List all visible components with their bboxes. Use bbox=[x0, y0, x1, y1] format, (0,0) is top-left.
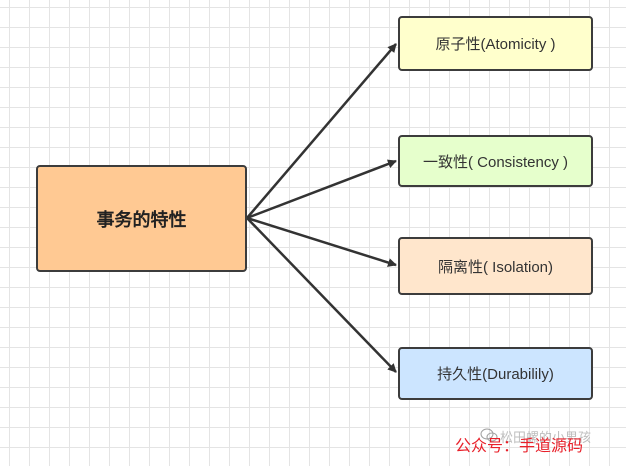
arrow-to-atomicity bbox=[246, 43, 397, 219]
root-node: 事务的特性 bbox=[36, 165, 247, 272]
watermark-text: 公众号：手道源码 bbox=[455, 438, 584, 455]
wechat-icon bbox=[480, 428, 498, 442]
atomicity-node: 原子性(Atomicity ) bbox=[398, 16, 593, 71]
arrow-to-durability bbox=[246, 217, 397, 373]
durability-node: 持久性(Durabilily) bbox=[398, 347, 593, 400]
arrow-to-consistency bbox=[246, 159, 397, 220]
consistency-node: 一致性( Consistency ) bbox=[398, 135, 593, 187]
isolation-node: 隔离性( Isolation) bbox=[398, 237, 593, 295]
watermark-faint-text: 松田螺的小男孩 bbox=[500, 430, 592, 445]
arrow-to-isolation bbox=[246, 216, 397, 267]
